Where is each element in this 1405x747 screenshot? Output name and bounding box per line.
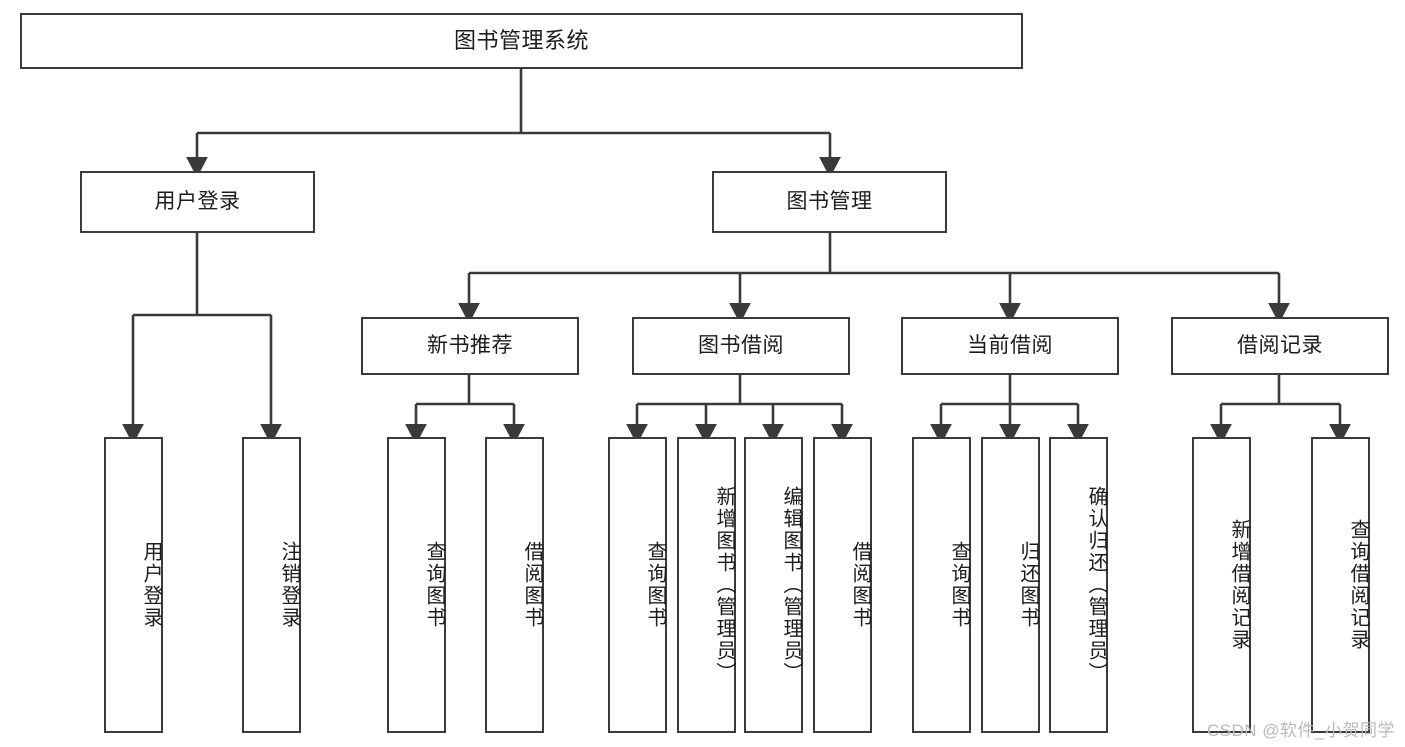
node-leaf-user-login-label: 用户登录 — [140, 541, 162, 629]
node-leaf-return-book-label: 归还图书 — [1017, 541, 1039, 629]
node-new-book-rec[interactable]: 新书推荐 — [361, 317, 579, 375]
node-leaf-borrow-book-1[interactable]: 借阅图书 — [485, 437, 544, 733]
node-borrow-record[interactable]: 借阅记录 — [1171, 317, 1389, 375]
node-leaf-query-book-3-label: 查询图书 — [948, 541, 970, 629]
node-book-borrow[interactable]: 图书借阅 — [632, 317, 850, 375]
node-root-label: 图书管理系统 — [453, 28, 589, 54]
node-leaf-return-book[interactable]: 归还图书 — [981, 437, 1040, 733]
node-leaf-query-book-1-label: 查询图书 — [423, 541, 445, 629]
node-leaf-add-book[interactable]: 新增图书（管理员） — [677, 437, 736, 733]
node-leaf-confirm-return-label: 确认归还（管理员） — [1085, 486, 1107, 684]
node-user-login-label: 用户登录 — [154, 189, 241, 213]
node-leaf-query-book-2-label: 查询图书 — [644, 541, 666, 629]
node-leaf-user-logout[interactable]: 注销登录 — [242, 437, 301, 733]
node-leaf-query-book-2[interactable]: 查询图书 — [608, 437, 667, 733]
node-leaf-user-login[interactable]: 用户登录 — [104, 437, 163, 733]
node-leaf-edit-book[interactable]: 编辑图书（管理员） — [744, 437, 803, 733]
node-book-borrow-label: 图书借阅 — [698, 333, 784, 357]
node-book-manage-label: 图书管理 — [786, 189, 873, 213]
node-leaf-confirm-return[interactable]: 确认归还（管理员） — [1049, 437, 1108, 733]
node-leaf-query-record-label: 查询借阅记录 — [1347, 519, 1369, 651]
node-book-manage[interactable]: 图书管理 — [712, 171, 947, 233]
node-current-borrow-label: 当前借阅 — [967, 333, 1053, 357]
node-user-login[interactable]: 用户登录 — [80, 171, 315, 233]
node-new-book-rec-label: 新书推荐 — [427, 333, 513, 357]
node-leaf-add-record[interactable]: 新增借阅记录 — [1192, 437, 1251, 733]
node-leaf-edit-book-label: 编辑图书（管理员） — [780, 486, 802, 684]
node-leaf-borrow-book-2[interactable]: 借阅图书 — [813, 437, 872, 733]
watermark: CSDN @软件_小贺同学 — [1206, 721, 1395, 740]
node-leaf-add-record-label: 新增借阅记录 — [1228, 519, 1250, 651]
node-current-borrow[interactable]: 当前借阅 — [901, 317, 1119, 375]
node-root[interactable]: 图书管理系统 — [20, 13, 1023, 69]
node-leaf-borrow-book-2-label: 借阅图书 — [849, 541, 871, 629]
node-leaf-user-logout-label: 注销登录 — [278, 541, 300, 629]
node-leaf-borrow-book-1-label: 借阅图书 — [521, 541, 543, 629]
node-leaf-query-record[interactable]: 查询借阅记录 — [1311, 437, 1370, 733]
node-borrow-record-label: 借阅记录 — [1237, 333, 1323, 357]
node-leaf-add-book-label: 新增图书（管理员） — [713, 486, 735, 684]
node-leaf-query-book-3[interactable]: 查询图书 — [912, 437, 971, 733]
node-leaf-query-book-1[interactable]: 查询图书 — [387, 437, 446, 733]
